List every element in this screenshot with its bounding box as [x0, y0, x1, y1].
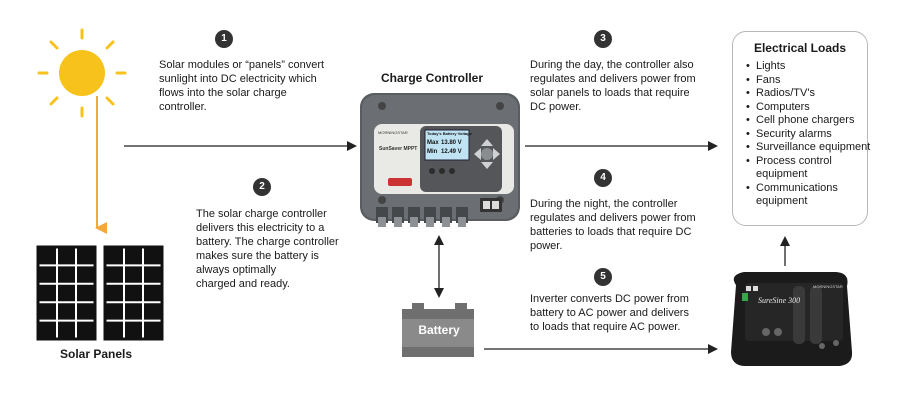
- solar-panel-right: [103, 245, 164, 341]
- load-item: Communications equipment: [746, 182, 874, 209]
- sun-icon: [37, 28, 127, 118]
- load-item: Security alarms: [746, 128, 874, 142]
- solar-panel-left: [36, 245, 97, 341]
- step-4-text: During the night, the controller regulat…: [530, 198, 696, 252]
- step-4-badge: 4: [594, 169, 612, 187]
- electrical-loads-list: Lights Fans Radios/TV's Computers Cell p…: [746, 60, 874, 209]
- electrical-loads-title: Electrical Loads: [753, 41, 847, 55]
- load-item: Surveillance equipment: [746, 141, 874, 155]
- load-item: Computers: [746, 101, 874, 115]
- load-item: Lights: [746, 60, 874, 74]
- load-item: Radios/TV's: [746, 87, 874, 101]
- load-item: Process control equipment: [746, 155, 874, 182]
- step-2-text: The solar charge controller delivers thi…: [196, 208, 339, 290]
- step-2-badge: 2: [253, 178, 271, 196]
- inverter-brand: MORNINGSTAR: [813, 284, 843, 289]
- controller-screen-title: Today's Battery Voltage: [427, 131, 472, 136]
- electrical-loads-box: Electrical Loads Lights Fans Radios/TV's…: [732, 31, 870, 226]
- controller-max-value: 13.80 V: [441, 140, 462, 146]
- step-1-text: Solar modules or “panels” convert sunlig…: [159, 59, 325, 113]
- solar-panels-title: Solar Panels: [60, 347, 133, 361]
- step-5-badge: 5: [594, 268, 612, 286]
- step-3-badge: 3: [594, 30, 612, 48]
- battery-label: Battery: [418, 323, 460, 337]
- battery-icon: [402, 303, 474, 357]
- step-1-badge: 1: [215, 30, 233, 48]
- inverter-device: [731, 272, 853, 366]
- controller-max-label: Max: [427, 140, 439, 146]
- controller-brand: MORNINGSTAR: [378, 130, 408, 135]
- controller-min-label: Min: [427, 149, 438, 155]
- charge-controller-device: [360, 93, 520, 227]
- controller-min-value: 12.49 V: [441, 149, 462, 155]
- inverter-model: SureSine 300: [758, 296, 801, 305]
- load-item: Fans: [746, 74, 874, 88]
- step-5-text: Inverter converts DC power from battery …: [530, 293, 689, 333]
- step-3-text: During the day, the controller also regu…: [530, 59, 696, 113]
- load-item: Cell phone chargers: [746, 114, 874, 128]
- controller-model: SunSaver MPPT: [379, 146, 418, 152]
- charge-controller-title: Charge Controller: [381, 71, 484, 85]
